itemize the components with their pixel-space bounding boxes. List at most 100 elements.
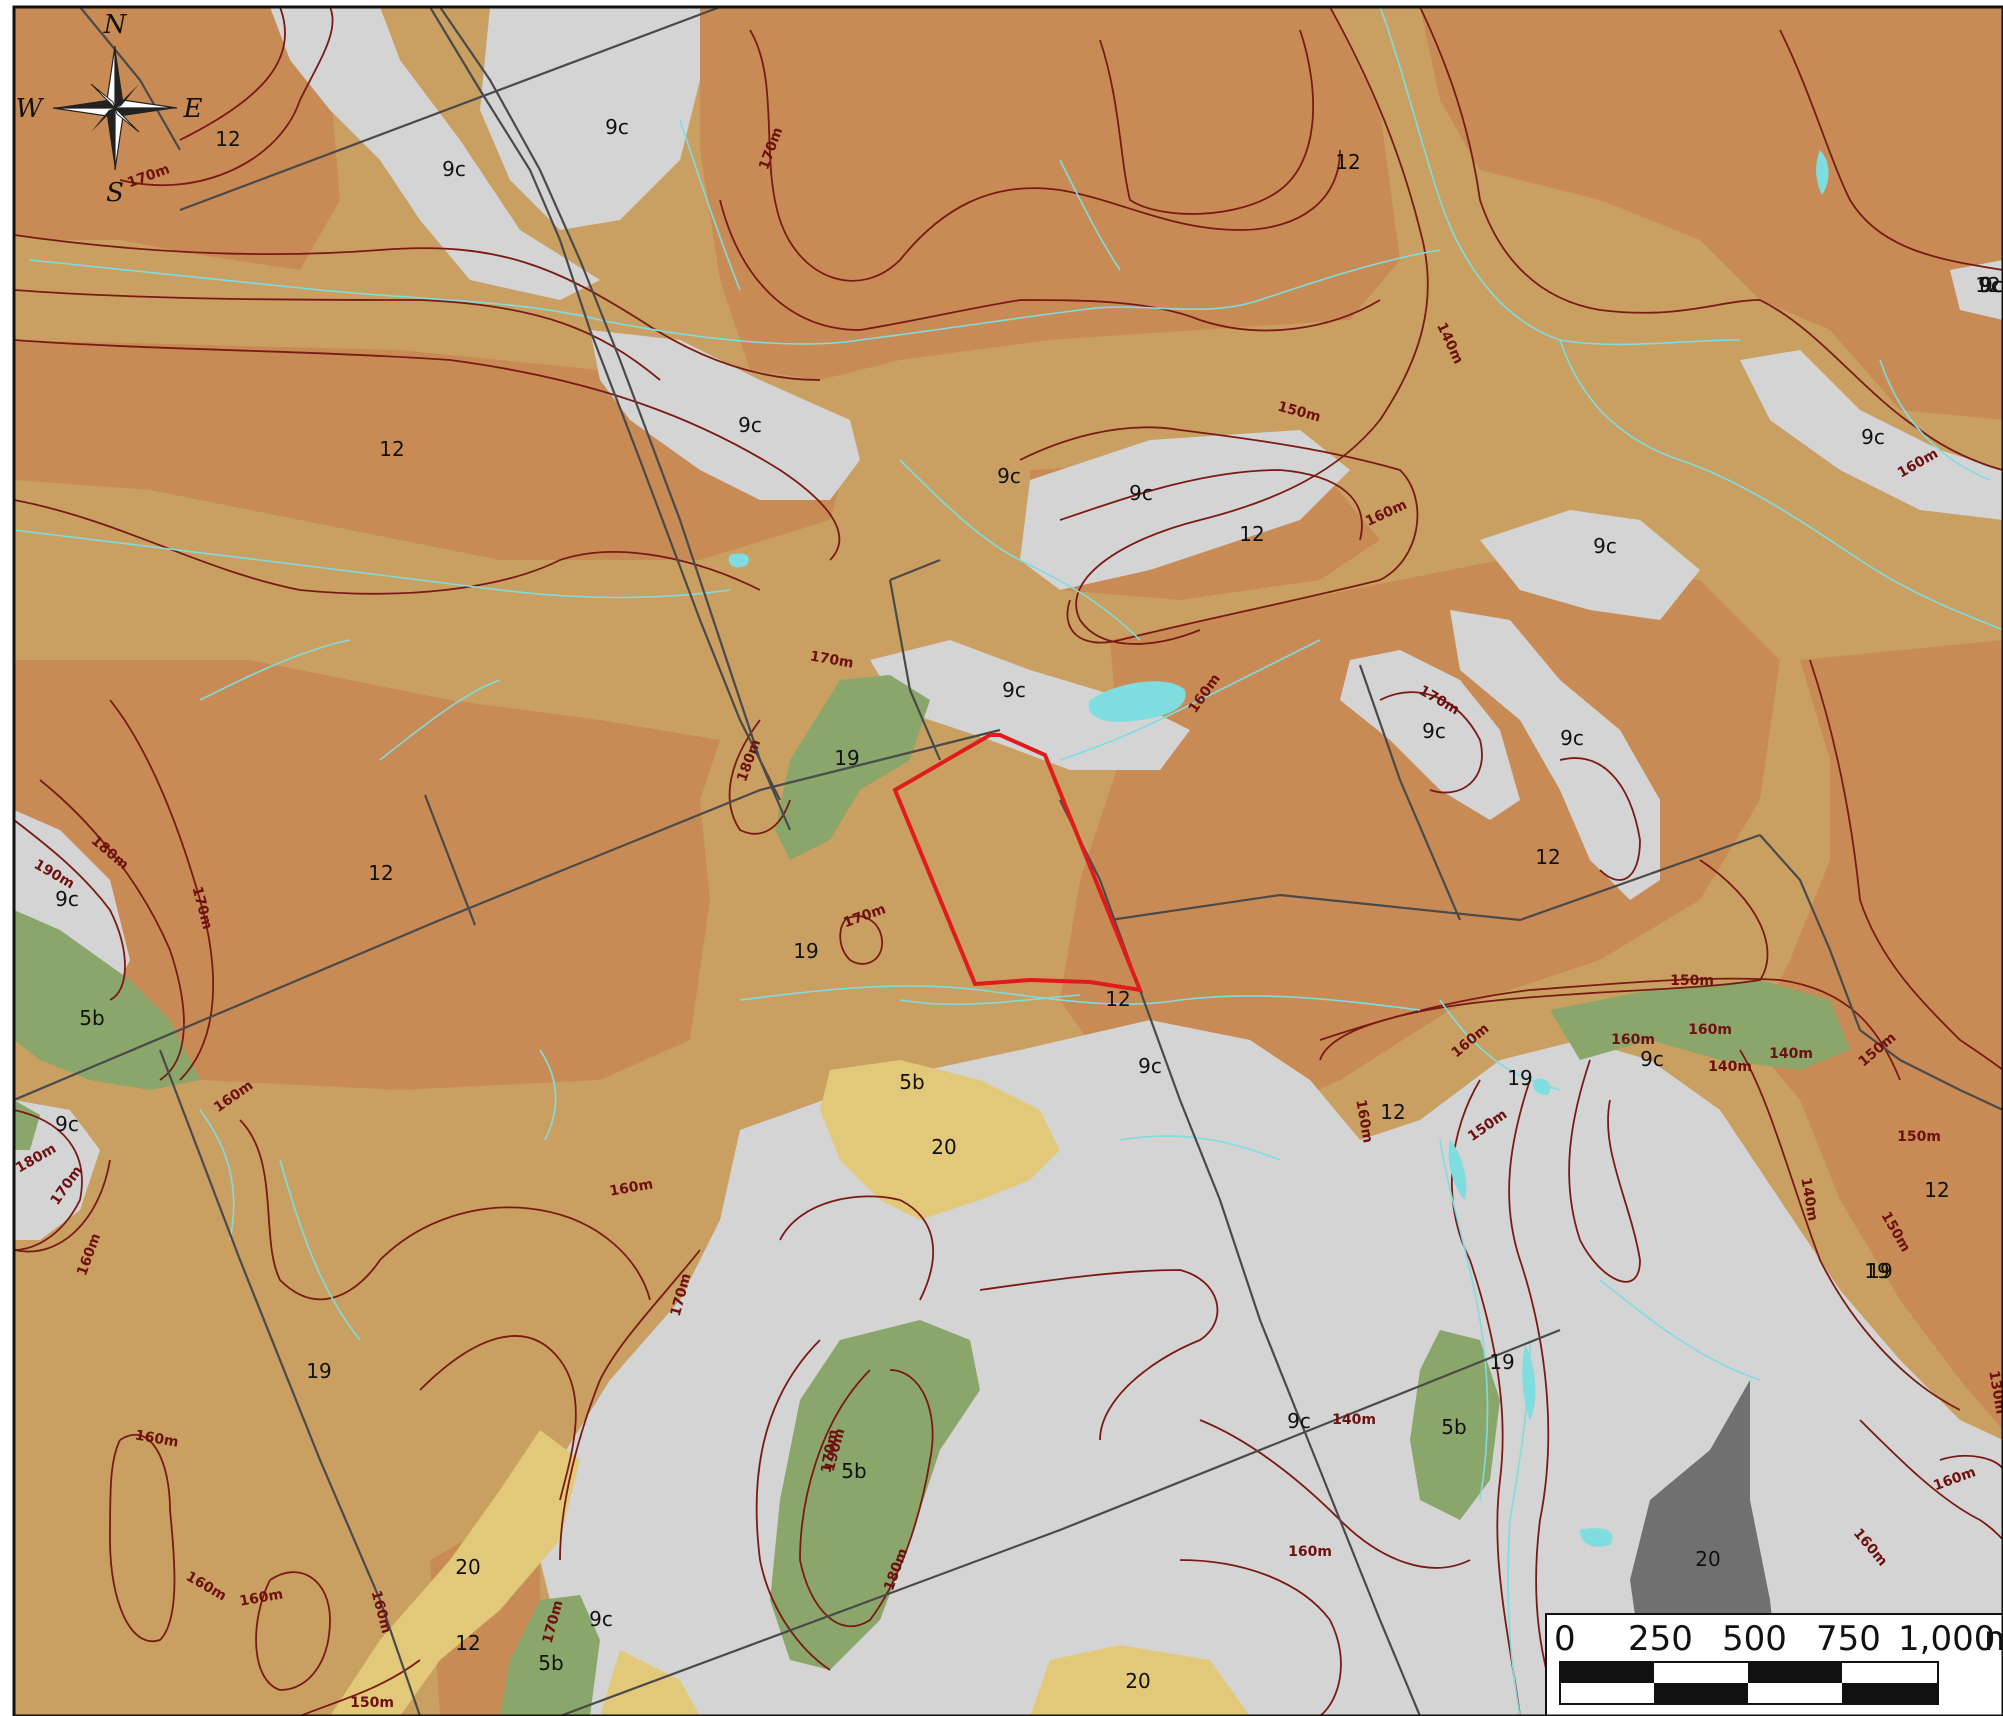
contour-line <box>14 819 126 1001</box>
contour-line <box>14 339 841 561</box>
contour-label: 160m <box>134 1427 180 1450</box>
contour-label: 170m <box>818 1428 841 1474</box>
unit-label: 5b <box>899 1070 924 1094</box>
unit-label: 19 <box>793 939 818 963</box>
contour-label: 140m <box>1797 1176 1820 1222</box>
lot-line <box>1759 834 2003 1111</box>
compass-diagonal-icon <box>91 108 115 132</box>
scale-segment <box>1842 1683 1938 1704</box>
scale-segment <box>1748 1662 1842 1683</box>
unit-label: 9c <box>1980 273 2003 297</box>
lot-line <box>1059 799 1422 1716</box>
unit-label: 12 <box>1924 1178 1949 1202</box>
unit-label: 12 <box>1975 273 2000 297</box>
scale-tick-500: 500 <box>1722 1619 1787 1659</box>
contour-line <box>1179 1559 1342 1716</box>
compass-rose: N S E W <box>16 10 203 208</box>
contour-label: 150m <box>1670 973 1714 989</box>
compass-north-label: N <box>103 10 128 40</box>
unit-label: 9c <box>1138 1054 1162 1078</box>
unit-9c-area-ne-spur <box>1740 350 2003 520</box>
lot-lines <box>14 7 2003 1716</box>
ponds <box>728 150 1829 1547</box>
unit-label: 9c <box>1861 425 1885 449</box>
contour-line <box>14 1159 111 1253</box>
unit-label: 9c <box>1640 1047 1664 1071</box>
contour-line <box>559 1249 701 1561</box>
stream-line <box>899 994 1081 1006</box>
contour-line <box>1939 1455 2003 1471</box>
contour-line <box>1319 977 1901 1081</box>
contour-line <box>179 7 286 141</box>
stream-line <box>279 1159 361 1341</box>
scale-segment <box>1654 1683 1748 1704</box>
lot-line <box>559 1328 1561 1716</box>
contour-label: 160m <box>1688 1022 1732 1038</box>
stream-line <box>899 459 1141 641</box>
unit-label: 20 <box>1695 1547 1720 1571</box>
unit-label: 20 <box>931 1135 956 1159</box>
pond <box>1448 1140 1467 1200</box>
compass-east-label: E <box>183 94 203 124</box>
contour-label: 160m <box>1288 1544 1332 1560</box>
unit-label: 12 <box>1380 1100 1405 1124</box>
unit-label: 9c <box>1002 678 1026 702</box>
compass-west-arrow-icon <box>53 100 115 108</box>
contour-label: 150m <box>1897 1129 1941 1145</box>
contour-line <box>749 29 1341 282</box>
unit-label: 9c <box>605 115 629 139</box>
stream-line <box>14 529 731 599</box>
pond <box>728 553 750 568</box>
unit-label: 12 <box>1239 522 1264 546</box>
contour-line <box>255 1571 331 1691</box>
unit-label: 20 <box>455 1555 480 1579</box>
unit-label: 12 <box>368 861 393 885</box>
unit-label: 9c <box>1978 273 2002 297</box>
map-frame <box>12 5 2003 1716</box>
contour-line <box>109 1433 176 1643</box>
contour-line <box>1379 691 1483 794</box>
pond <box>1580 1528 1613 1547</box>
stream-line <box>1439 1139 1489 1501</box>
contour-label: 170m <box>809 648 855 671</box>
unit-label: 9c <box>442 157 466 181</box>
unit-label: 9c <box>738 413 762 437</box>
unit-12-area-west-mid <box>14 660 720 1090</box>
scale-tick-0: 0 <box>1554 1619 1576 1659</box>
unit-5b-area-south-small <box>500 1595 600 1716</box>
contour-label: 160m <box>238 1586 284 1609</box>
lot-line <box>889 558 941 582</box>
unit-20-area-south <box>1030 1645 1250 1716</box>
streams <box>14 7 2003 1716</box>
compass-south-arrow-icon <box>107 108 115 170</box>
unit-label: 12 <box>215 127 240 151</box>
unit-9c-area-east-lens-b <box>1450 610 1660 900</box>
stream-line <box>1119 1135 1281 1161</box>
contour-line <box>1559 757 1641 881</box>
unit-12-area-north-ridge <box>700 7 1400 380</box>
stream-line <box>739 985 1421 1011</box>
contour-line <box>299 1659 421 1716</box>
unit-label: 20 <box>1125 1669 1150 1693</box>
contour-line <box>1508 1079 1561 1716</box>
lot-line <box>1109 833 1761 922</box>
unit-5b-area-southeast <box>1410 1330 1500 1520</box>
unit-label: 9c <box>55 887 79 911</box>
contour-line <box>119 7 334 187</box>
unit-5b-area-west-small <box>14 1100 40 1150</box>
property-boundary[interactable] <box>892 733 1144 993</box>
stream-line <box>679 119 741 291</box>
unit-label: 5b <box>538 1651 563 1675</box>
unit-20-area-central <box>820 1060 1060 1220</box>
contour-line <box>779 1195 935 1301</box>
contour-line <box>799 1369 934 1627</box>
contour-label: 150m <box>350 1695 394 1711</box>
unit-label: 12 <box>1535 845 1560 869</box>
unit-label: 9c <box>55 1112 79 1136</box>
unit-9c-area-far-ne <box>1950 260 2003 320</box>
contour-line <box>755 1339 831 1671</box>
compass-diagonal-icon <box>114 107 140 133</box>
unit-label: 19 <box>1867 1259 1892 1283</box>
